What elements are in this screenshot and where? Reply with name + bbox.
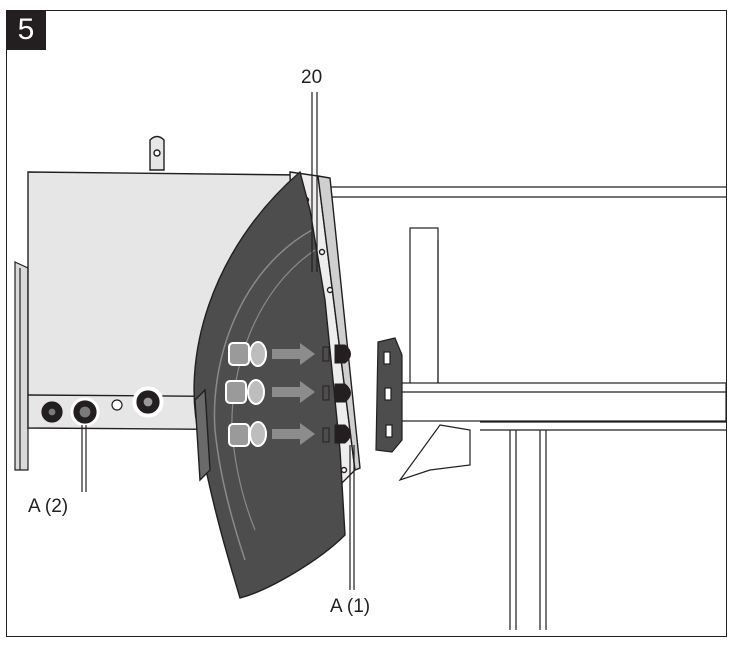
hardware-set	[225, 341, 351, 447]
step-number-badge: 5	[6, 10, 46, 50]
table-frame	[325, 186, 727, 630]
clamp-bracket	[375, 337, 403, 453]
hardware-row-bottom	[228, 421, 351, 447]
hardware-row-top	[228, 341, 351, 367]
blade-guard	[193, 170, 346, 599]
leader-lines	[81, 92, 355, 590]
housing-connectors	[41, 386, 164, 427]
callout-20: 20	[301, 67, 322, 88]
hardware-row-middle	[225, 379, 351, 405]
callout-a2: A (2)	[28, 496, 68, 517]
callout-a1: A (1)	[330, 596, 370, 617]
left-side-bracket	[14, 261, 29, 471]
